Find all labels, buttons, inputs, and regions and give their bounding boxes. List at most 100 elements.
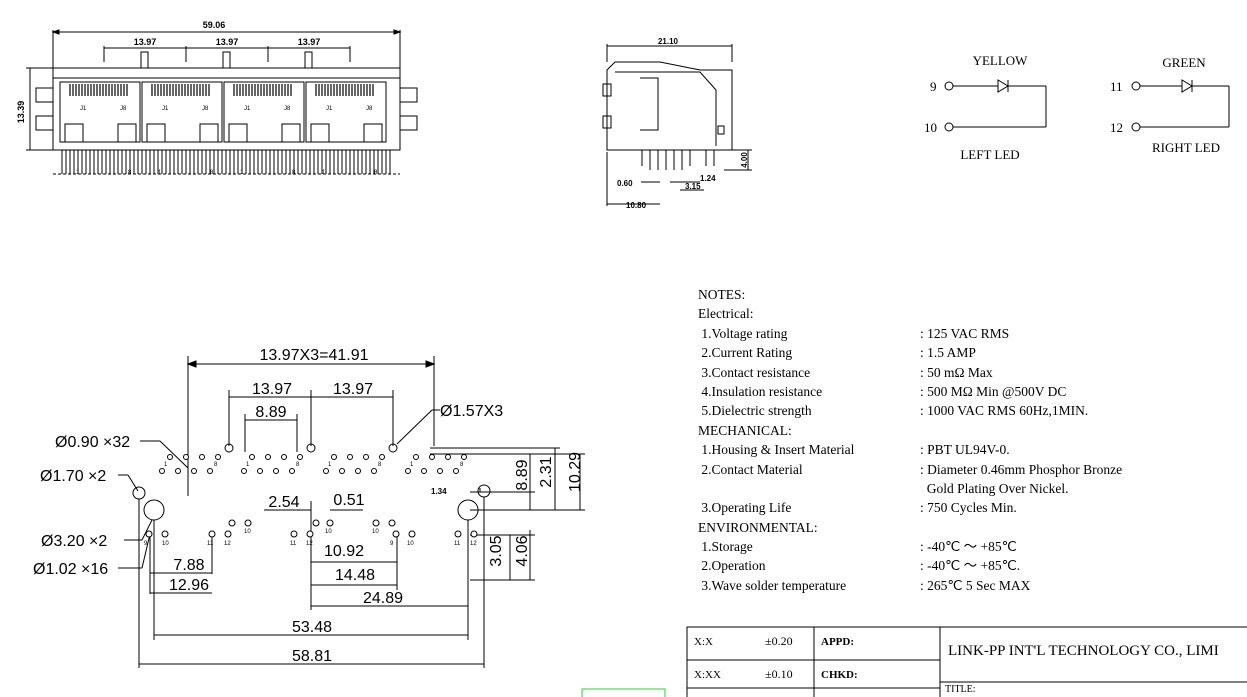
- environmental-item: 1.Storage: -40℃ ～ +85℃: [698, 539, 1017, 555]
- side-view-drawing: [602, 44, 752, 206]
- fp-pin-9: 9: [390, 541, 394, 547]
- fp-pin-10: 10: [407, 541, 414, 547]
- fp-pin-11: 11: [290, 541, 297, 547]
- side-dim-315: 3.15: [685, 182, 701, 191]
- top-pitch-dim-3: 13.97: [298, 37, 321, 47]
- tolerance-1-label: X:X: [694, 636, 713, 648]
- chkd-label: CHKD:: [821, 669, 858, 681]
- tolerance-1-value: ±0.20: [765, 634, 793, 648]
- pin-label-8: 8: [374, 170, 378, 176]
- mechanical-item: 3.Operating Life: 750 Cycles Min.: [698, 500, 1017, 516]
- tolerance-2-value: ±0.10: [765, 667, 793, 681]
- tolerance-2-label: X:XX: [694, 669, 721, 681]
- led-right-color: GREEN: [1162, 55, 1206, 70]
- side-dim-1080: 10.80: [626, 201, 647, 210]
- fp-hole-090: Ø0.90 ×32: [55, 434, 130, 451]
- electrical-item: 5.Dielectric strength: 1000 VAC RMS 60Hz…: [698, 403, 1089, 419]
- mechanical-item: 2.Contact Material: Diameter 0.46mm Phos…: [698, 461, 1123, 477]
- electrical-item: 2.Current Rating: 1.5 AMP: [698, 345, 976, 361]
- pin-label-1: 1: [240, 170, 244, 176]
- side-dim-400: 4.00: [740, 152, 749, 168]
- fp-pin-8: 8: [296, 462, 300, 468]
- fp-pin-1: 1: [164, 462, 168, 468]
- side-width-dim: 21.10: [658, 37, 679, 46]
- led-right-pin-12: 12: [1110, 120, 1123, 135]
- pin-label-8: 8: [210, 170, 214, 176]
- port-label-j1: J1: [162, 106, 169, 112]
- notes-title: NOTES:: [698, 287, 746, 302]
- fp-dim-134: 1.34: [431, 487, 447, 496]
- fp-dim-051: 0.51: [333, 492, 364, 509]
- fp-dim-406: 4.06: [514, 535, 531, 566]
- fp-pin-10: 10: [325, 529, 332, 535]
- fp-dim-231: 2.31: [538, 456, 555, 487]
- fp-dim-889b: 8.89: [514, 459, 531, 490]
- pin-label-1: 1: [158, 170, 162, 176]
- fp-dim-1029: 10.29: [567, 452, 584, 492]
- fp-hole-170: Ø1.70 ×2: [40, 468, 106, 485]
- fp-hole-102: Ø1.02 ×16: [33, 561, 108, 578]
- electrical-item: 3.Contact resistance: 50 mΩ Max: [698, 364, 993, 380]
- pin-label-8: 8: [292, 170, 296, 176]
- top-view-drawing: [26, 29, 418, 175]
- fp-overall-dim: 13.97X3=41.91: [260, 347, 369, 364]
- mechanical-item: Gold Plating Over Nickel.: [920, 480, 1069, 496]
- fp-pin-10: 10: [372, 529, 379, 535]
- fp-pin-12: 12: [224, 541, 231, 547]
- appd-label: APPD:: [821, 636, 854, 648]
- top-pitch-dim-1: 13.97: [134, 37, 157, 47]
- mechanical-header: MECHANICAL:: [698, 422, 792, 438]
- port-contacts: [69, 84, 374, 96]
- fp-pitch-b: 13.97: [333, 381, 373, 398]
- fp-pin-10: 10: [162, 541, 169, 547]
- notes-block: NOTES: Electrical: 1.Voltage rating: 125…: [698, 285, 1122, 595]
- fp-pin-8: 8: [214, 462, 218, 468]
- fp-dim-788: 7.88: [173, 557, 204, 574]
- fp-pin-1: 1: [246, 462, 250, 468]
- led-left-pin-9: 9: [930, 79, 937, 94]
- led-left-pin-10: 10: [924, 120, 937, 135]
- fp-pin-9: 9: [144, 541, 148, 547]
- port-outlines: [59, 81, 387, 143]
- port-label-j8: J8: [202, 106, 209, 112]
- bottom-pins: [53, 150, 400, 175]
- environmental-header: ENVIRONMENTAL:: [698, 519, 818, 535]
- fp-dim-305: 3.05: [488, 535, 505, 566]
- pin-label-1: 1: [322, 170, 326, 176]
- top-height-dim: 13.39: [16, 101, 26, 124]
- fp-pin-11: 11: [207, 541, 214, 547]
- led-schematic: [944, 79, 1230, 132]
- top-overall-dim: 59.06: [203, 20, 226, 30]
- fp-pin-12: 12: [306, 541, 313, 547]
- electrical-item: 4.Insulation resistance: 500 MΩ Min @500…: [698, 383, 1067, 399]
- environmental-item: 2.Operation: -40℃ ～ +85℃.: [698, 558, 1021, 574]
- footprint-drawing: [118, 356, 585, 668]
- led-right-label: RIGHT LED: [1152, 140, 1220, 155]
- port-label-j8: J8: [284, 106, 291, 112]
- pin-label-8: 8: [128, 170, 132, 176]
- fp-pin-8: 8: [378, 462, 382, 468]
- footprint-holes: [145, 454, 478, 538]
- fp-pin-12: 12: [470, 541, 477, 547]
- led-left-label: LEFT LED: [960, 147, 1019, 162]
- mechanical-item: 1.Housing & Insert Material: PBT UL94V-0…: [698, 442, 1010, 458]
- fp-hole-320: Ø3.20 ×2: [41, 533, 107, 550]
- fp-dim-5881: 58.81: [292, 648, 332, 665]
- fp-hole-157: Ø1.57X3: [440, 403, 503, 420]
- company-name: LINK-PP INT'L TECHNOLOGY CO., LIMI: [948, 643, 1219, 659]
- pin-label-1: 1: [76, 170, 80, 176]
- fp-dim-1448: 14.48: [335, 567, 375, 584]
- port-label-j8: J8: [120, 106, 127, 112]
- port-label-j1: J1: [244, 106, 251, 112]
- title-label: TITLE:: [945, 684, 976, 695]
- side-dim-124: 1.24: [700, 174, 716, 183]
- fp-dim-5348: 53.48: [292, 619, 332, 636]
- fp-pitch-a: 13.97: [252, 381, 292, 398]
- fp-pin-11: 11: [454, 541, 461, 547]
- title-block: [581, 626, 1247, 697]
- fp-dim-1296: 12.96: [169, 577, 209, 594]
- electrical-header: Electrical:: [698, 306, 754, 322]
- fp-pin-1: 1: [328, 462, 332, 468]
- side-dim-060: 0.60: [617, 179, 633, 188]
